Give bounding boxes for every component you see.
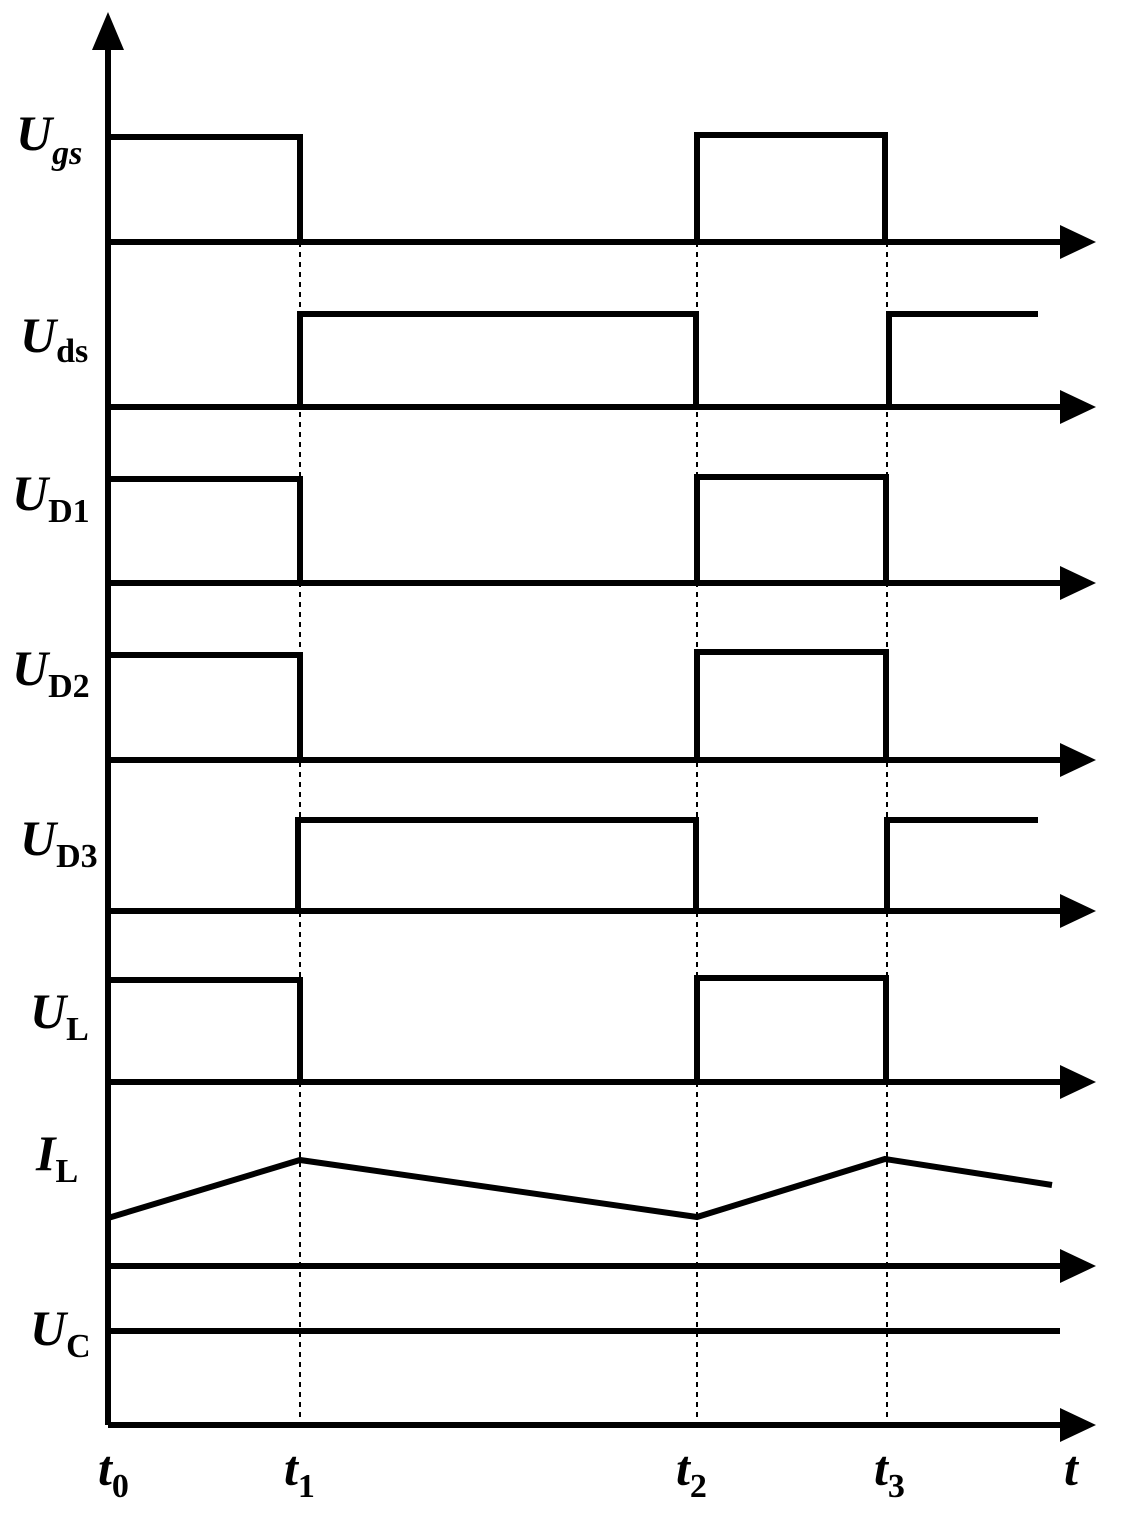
- waveforms: [107, 132, 1060, 1334]
- baseline-axes: [108, 239, 1062, 1428]
- label-uds: Uds: [20, 307, 88, 370]
- arrowhead-ud3: [1060, 894, 1096, 928]
- waveform-uds-1: [297, 311, 699, 407]
- waveform-ud3-2: [884, 817, 1038, 911]
- waveform-ul-2: [694, 975, 889, 1082]
- waveform-ud2-2: [694, 649, 889, 760]
- time-markers: t0 t1 t2 t3 t: [98, 1440, 1080, 1505]
- label-ud2: UD2: [12, 640, 90, 705]
- time-marker-t3: t3: [874, 1440, 905, 1505]
- arrowhead-il: [1060, 1249, 1096, 1283]
- label-ud3: UD3: [20, 810, 98, 875]
- label-ul: UL: [30, 983, 89, 1048]
- label-ud1: UD1: [12, 465, 90, 530]
- waveform-ud2-1: [108, 652, 303, 760]
- arrowhead-ugs: [1060, 225, 1096, 259]
- time-axis-label: t: [1064, 1440, 1080, 1496]
- waveform-ud1-1: [108, 476, 303, 583]
- waveform-uds-2: [886, 311, 1038, 407]
- arrowhead-ud2: [1060, 743, 1096, 777]
- dashed-guides: [299, 242, 888, 1425]
- label-il: IL: [35, 1125, 78, 1190]
- arrowhead-ul: [1060, 1065, 1096, 1099]
- label-ugs: Ugs: [16, 105, 82, 172]
- waveform-ugs-1: [108, 134, 303, 242]
- label-uc: UC: [30, 1300, 91, 1365]
- vertical-axis-arrowhead: [92, 12, 124, 50]
- time-marker-t1: t1: [284, 1440, 315, 1505]
- baseline-arrowheads: [1060, 225, 1096, 1442]
- signal-labels: Ugs Uds UD1 UD2 UD3 UL IL UC: [12, 105, 98, 1365]
- arrowhead-time: [1060, 1408, 1096, 1442]
- waveform-il: [107, 1155, 1053, 1221]
- waveform-ul-1: [108, 977, 303, 1082]
- time-marker-t0: t0: [98, 1440, 129, 1505]
- time-marker-t2: t2: [676, 1440, 707, 1505]
- waveform-ud3-1: [295, 817, 699, 911]
- waveform-ugs-2: [694, 132, 888, 242]
- arrowhead-uds: [1060, 390, 1096, 424]
- arrowhead-ud1: [1060, 566, 1096, 600]
- waveform-ud1-2: [694, 474, 889, 583]
